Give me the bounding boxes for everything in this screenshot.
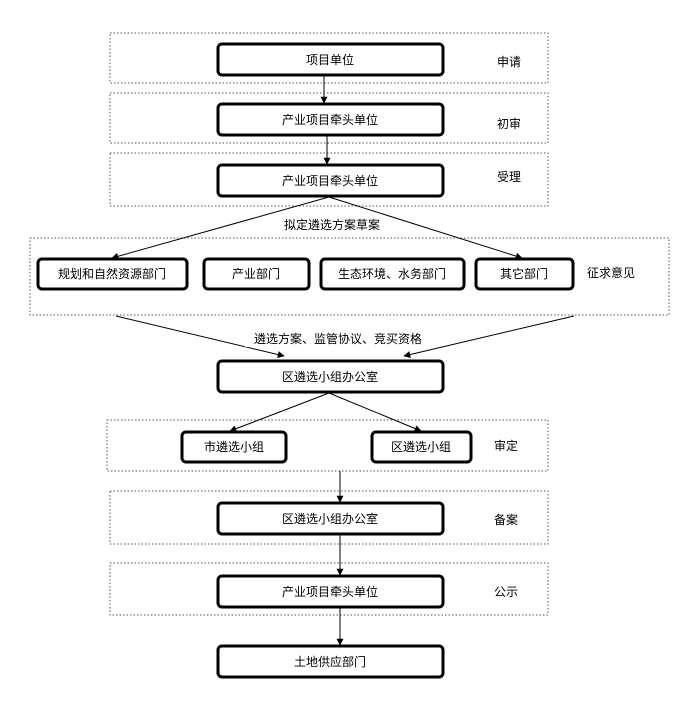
stage-frame-consult [29,237,670,316]
node-box-planning [36,257,189,291]
edge-label-draft: 拟定遴选方案草案 [284,217,380,232]
arrow-to-planning [111,196,330,260]
stage-label-approve: 审定 [494,438,518,453]
node-box-other [474,257,575,291]
node-applicant: 项目单位 [306,52,354,67]
stage-label-consult: 征求意见 [587,265,635,280]
node-lead-unit-2: 产业项目牵头单位 [282,173,378,188]
node-box-city-group [180,430,288,464]
edge-label-draft-bg [276,216,388,233]
node-box-office-1 [216,359,445,394]
node-district-group: 区遴选小组 [391,440,451,454]
node-box-lead-3 [216,574,445,609]
stage-label-apply: 申请 [497,55,521,69]
node-box-office-2 [216,501,445,536]
node-box-land-supply [216,644,445,679]
node-city-group: 市遴选小组 [204,439,264,454]
node-land-supply: 土地供应部门 [294,654,366,669]
node-box-district-group [370,430,473,464]
node-district-office-2: 区遴选小组办公室 [282,511,378,526]
stage-frame-preliminary [109,92,549,144]
stage-frame-approve [106,419,549,472]
arrow-to-city-group [229,392,330,433]
node-box-lead-1 [216,102,445,137]
stage-label-record: 备案 [494,512,518,527]
stage-label-publicize: 公示 [494,585,518,599]
edge-label-documents: 遴选方案、监管协议、竞买资格 [254,331,422,346]
stage-frame-record [109,490,549,545]
node-box-industry [202,257,311,291]
edge-label-documents-bg [245,330,431,347]
arrow-right-to-office [403,315,575,358]
node-district-office-1: 区遴选小组办公室 [282,369,378,384]
node-dept-ecology: 生态环境、水务部门 [338,266,446,281]
stage-label-accept: 受理 [497,170,521,184]
arrow-left-to-office [115,315,285,358]
node-dept-other: 其它部门 [500,266,548,281]
node-box-ecology [319,257,466,291]
node-box-applicant [216,42,445,77]
node-dept-industry: 产业部门 [232,266,280,281]
stage-label-preliminary: 初审 [497,116,521,131]
node-dept-planning: 规划和自然资源部门 [58,266,166,281]
arrow-to-other [328,196,523,260]
node-box-lead-2 [216,163,445,198]
stage-frame-accept [109,152,549,207]
stage-frame-apply [109,32,549,84]
node-lead-unit-3: 产业项目牵头单位 [282,584,378,599]
node-lead-unit-1: 产业项目牵头单位 [282,112,378,127]
arrow-to-district-group [328,392,422,432]
